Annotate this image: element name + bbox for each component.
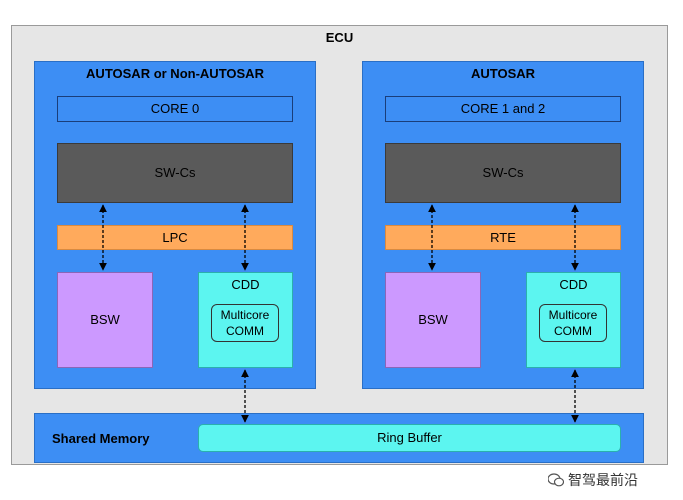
- ring-buffer-box: Ring Buffer: [198, 424, 621, 452]
- shared-memory-label: Shared Memory: [52, 431, 150, 446]
- right-bsw-box: BSW: [385, 272, 481, 368]
- wechat-icon: [547, 473, 565, 487]
- right-panel-title: AUTOSAR: [470, 66, 536, 81]
- right-rte-bar: RTE: [385, 225, 621, 250]
- right-cdd-label: CDD: [559, 277, 588, 292]
- left-multicore-comm: Multicore COMM: [211, 304, 279, 342]
- left-lpc-bar: LPC: [57, 225, 293, 250]
- right-swc-box: SW-Cs: [385, 143, 621, 203]
- left-core-box: CORE 0: [57, 96, 293, 122]
- left-bsw-box: BSW: [57, 272, 153, 368]
- right-multicore-line1: Multicore: [548, 308, 598, 322]
- left-panel-title: AUTOSAR or Non-AUTOSAR: [86, 66, 264, 81]
- right-core-box: CORE 1 and 2: [385, 96, 621, 122]
- right-multicore-comm: Multicore COMM: [539, 304, 607, 342]
- right-multicore-line2: COMM: [554, 324, 592, 338]
- watermark: 智驾最前沿: [547, 470, 638, 490]
- left-swc-box: SW-Cs: [57, 143, 293, 203]
- left-cdd-label: CDD: [231, 277, 260, 292]
- ecu-title: ECU: [325, 30, 354, 45]
- watermark-text: 智驾最前沿: [568, 472, 638, 488]
- left-multicore-line1: Multicore: [220, 308, 270, 322]
- left-multicore-line2: COMM: [226, 324, 264, 338]
